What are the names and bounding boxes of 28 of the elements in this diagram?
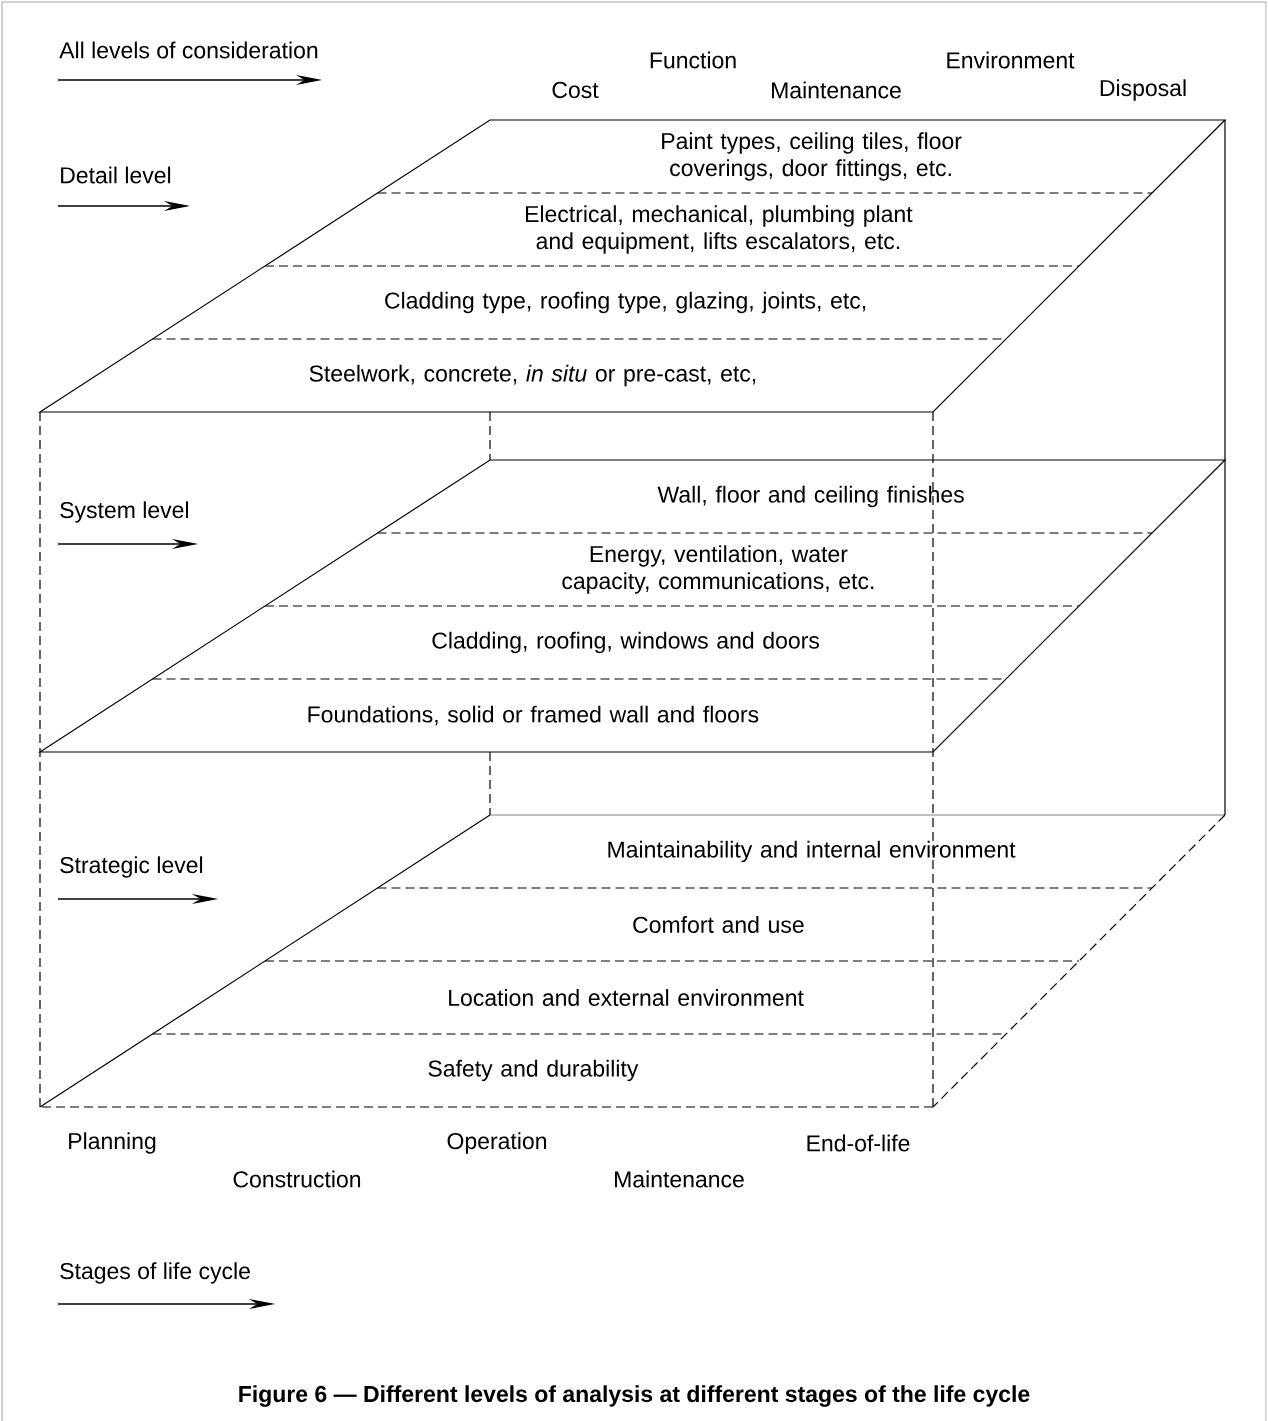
axis-label: Construction <box>233 1170 361 1188</box>
band-label: Maintainability and internal environment <box>608 840 1016 863</box>
band-label: Foundations, solid or framed wall and floors <box>308 705 759 726</box>
axis-label: Stages of life cycle <box>60 1262 250 1284</box>
axis-label: Disposal <box>1100 79 1186 101</box>
axis-label: End-of-life <box>807 1134 910 1152</box>
figure-caption: Figure 6 — Different levels of analysis at different stages of the life cycle <box>239 1385 1030 1407</box>
band-label: Steelwork, concrete, in situ or pre-cast, etc, <box>309 364 756 387</box>
band-label: Paint types, ceiling tiles, floor coverings, door fittings, etc. <box>662 132 962 181</box>
axis-label: Maintenance <box>615 1170 744 1188</box>
axis-label: Cost <box>552 81 599 99</box>
axis-label: Operation <box>447 1132 546 1154</box>
axis-label: Maintenance <box>772 81 901 99</box>
band-label: Energy, ventilation, water capacity, communications, etc. <box>562 545 874 594</box>
axis-label: All levels of consideration <box>59 41 318 59</box>
band-label: Electrical, mechanical, plumbing plant and equipment, lifts escalators, etc. <box>525 205 913 254</box>
band-label: Cladding type, roofing type, glazing, joints, etc, <box>385 291 866 314</box>
axis-label: Function <box>650 51 736 69</box>
band-label: Safety and durability <box>428 1059 639 1082</box>
axis-label: System level <box>60 501 188 523</box>
band-label: Cladding, roofing, windows and doors <box>432 631 819 654</box>
axis-label: Environment <box>947 51 1075 69</box>
axis-label: Planning <box>69 1132 156 1154</box>
band-label: Comfort and use <box>633 916 804 933</box>
band-label: Wall, floor and ceiling finishes <box>657 485 964 508</box>
axis-label: Strategic level <box>60 856 203 878</box>
band-label: Location and external environment <box>449 989 804 1006</box>
axis-label: Detail level <box>61 166 171 184</box>
